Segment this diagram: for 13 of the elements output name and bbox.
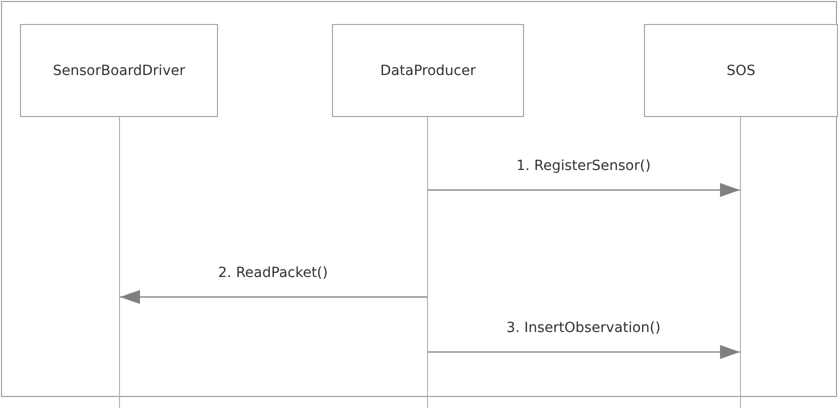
participant-name: SensorBoardDriver	[52, 62, 186, 78]
message-arrow	[428, 183, 740, 197]
participant-box	[332, 24, 524, 117]
lifeline	[427, 117, 428, 408]
message-arrow	[428, 345, 740, 359]
participant-box	[644, 24, 838, 117]
participant-box	[20, 24, 218, 117]
message-arrow	[120, 290, 427, 304]
message-label: 2. ReadPacket()	[216, 265, 330, 281]
lifeline	[740, 117, 741, 408]
lifeline	[119, 117, 120, 408]
participant-name: SOS	[726, 62, 756, 78]
participant-name: DataProducer	[380, 62, 476, 78]
